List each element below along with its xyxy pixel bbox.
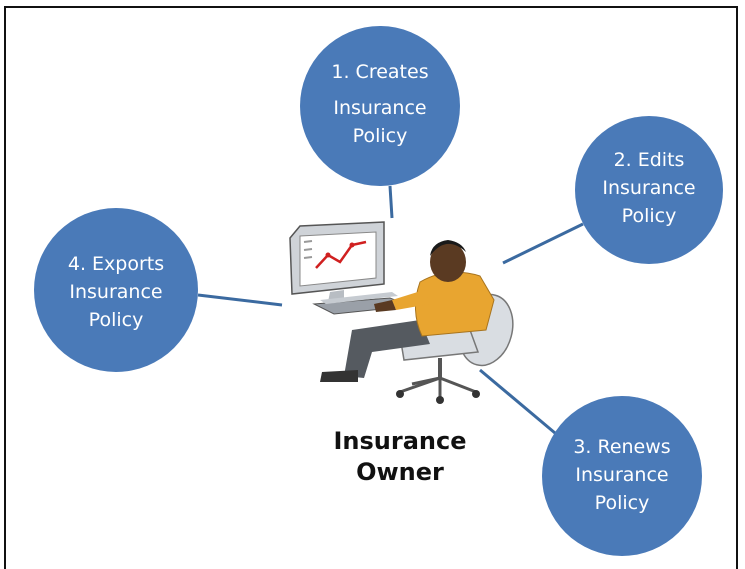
node-exports-line3: Policy [88, 309, 144, 331]
actor-label-line2: Owner [356, 458, 444, 486]
connector-creates [388, 185, 394, 219]
node-exports-label: 4. Exports Insurance Policy [46, 250, 186, 334]
actor-label-line1: Insurance [333, 427, 467, 455]
node-edits-line2: Insurance [602, 177, 696, 199]
node-exports-circle [34, 208, 198, 372]
node-renews-line1: 3. Renews [573, 436, 671, 458]
node-edits-label: 2. Edits Insurance Policy [587, 146, 711, 230]
node-creates-circle [300, 26, 460, 186]
node-exports-line1: 4. Exports [67, 253, 165, 275]
node-creates-line3: Policy [352, 125, 408, 147]
node-creates-label: 1. Creates Insurance Policy [318, 58, 442, 150]
node-renews-line3: Policy [594, 492, 650, 514]
connector-renews [479, 368, 556, 435]
node-renews-label: 3. Renews Insurance Policy [552, 433, 692, 517]
connector-edits [502, 222, 584, 265]
node-edits-line1: 2. Edits [613, 149, 685, 171]
node-creates-line1: 1. Creates [331, 61, 429, 83]
person-at-computer-icon [289, 221, 514, 404]
node-edits-line3: Policy [621, 205, 677, 227]
node-exports-line2: Insurance [69, 281, 163, 303]
node-creates-line2: Insurance [333, 97, 427, 119]
node-edits-circle [575, 116, 723, 264]
node-renews-circle [542, 396, 702, 556]
node-renews-line2: Insurance [575, 464, 669, 486]
actor-label: Insurance Owner [320, 426, 480, 488]
connector-exports [197, 293, 283, 307]
